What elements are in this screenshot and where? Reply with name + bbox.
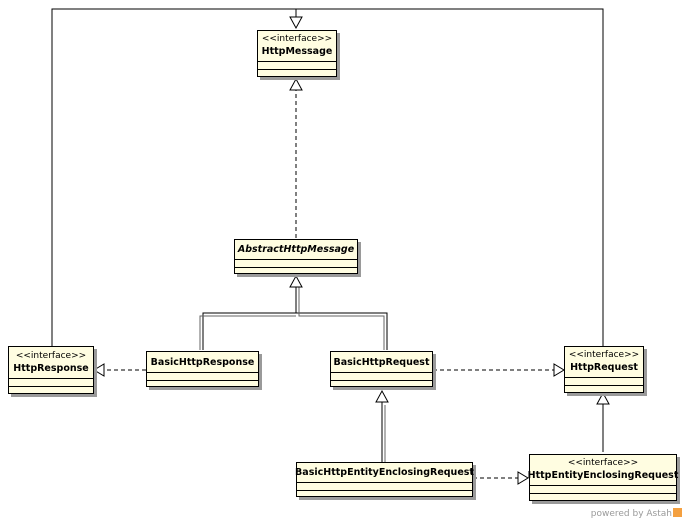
operations-compartment: [331, 381, 432, 388]
class-httprequest[interactable]: <<interface>> HttpRequest: [564, 346, 644, 393]
edge-basicrequest-to-abstract-shadow: [298, 287, 385, 350]
attributes-compartment: [331, 373, 432, 381]
class-httpmessage[interactable]: <<interface>> HttpMessage: [257, 30, 337, 77]
arrowhead-httprequest: [553, 363, 565, 377]
arrowhead-httpresponse: [93, 363, 105, 377]
edge-basicresponse-to-abstract-shadow: [199, 315, 296, 350]
class-name: BasicHttpEntityEnclosingRequest: [295, 467, 474, 478]
class-header: <<interface>> HttpRequest: [565, 347, 643, 378]
class-name: AbstractHttpMessage: [237, 244, 355, 255]
operations-compartment: [565, 386, 643, 393]
attributes-compartment: [530, 486, 676, 494]
class-name: HttpResponse: [13, 362, 89, 374]
edge-basicresponse-to-abstract: [202, 287, 297, 350]
class-httpentityenclosingrequest[interactable]: <<interface>> HttpEntityEnclosingRequest: [527, 454, 679, 501]
class-name: HttpEntityEnclosingRequest: [527, 470, 679, 481]
class-basichttpresponse[interactable]: BasicHttpResponse: [146, 351, 259, 387]
arrowhead-httpmessage-bottom: [289, 77, 303, 91]
class-header: BasicHttpEntityEnclosingRequest: [295, 463, 474, 483]
attributes-compartment: [258, 62, 336, 70]
stereotype-label: <<interface>>: [261, 34, 333, 44]
stereotype-label: <<interface>>: [15, 350, 87, 361]
class-name: BasicHttpResponse: [150, 356, 255, 368]
astah-watermark: powered by Astah: [591, 508, 682, 519]
attributes-compartment: [235, 260, 357, 268]
attributes-compartment: [147, 373, 258, 381]
class-header: <<interface>> HttpMessage: [258, 31, 336, 62]
operations-compartment: [258, 70, 336, 77]
attributes-compartment: [297, 483, 472, 491]
class-name: HttpMessage: [261, 46, 333, 57]
class-header: <<interface>> HttpEntityEnclosingRequest: [527, 455, 679, 486]
class-basichttprequest[interactable]: BasicHttpRequest: [330, 351, 433, 387]
class-header: BasicHttpRequest: [331, 352, 432, 373]
arrowhead-basicrequest: [375, 389, 389, 403]
edge-httpresponse-to-httpmessage: [51, 8, 297, 346]
stereotype-label: <<interface>>: [567, 458, 639, 468]
class-httpresponse[interactable]: <<interface>> HttpResponse: [8, 346, 94, 394]
operations-compartment: [297, 491, 472, 498]
attributes-compartment: [9, 379, 93, 387]
class-header: <<interface>> HttpResponse: [9, 347, 93, 379]
stereotype-label: <<interface>>: [568, 350, 640, 360]
operations-compartment: [235, 268, 357, 275]
class-name: BasicHttpRequest: [333, 356, 430, 368]
operations-compartment: [147, 381, 258, 388]
class-abstracthttpmessage[interactable]: AbstractHttpMessage: [234, 239, 358, 274]
class-basichttpentityenclosingrequest[interactable]: BasicHttpEntityEnclosingRequest: [295, 462, 474, 498]
arrowhead-httprequest-bottom: [596, 391, 610, 405]
class-name: HttpRequest: [570, 362, 638, 373]
watermark-text: powered by Astah: [590, 509, 672, 519]
arrowhead-httpmessage-top: [289, 16, 303, 30]
edge-httprequest-to-httpmessage: [296, 8, 604, 346]
astah-logo-icon: [673, 508, 682, 517]
operations-compartment: [9, 387, 93, 394]
arrowhead-httpentity: [517, 471, 529, 485]
attributes-compartment: [565, 378, 643, 386]
class-header: AbstractHttpMessage: [235, 240, 357, 260]
edge-basicrequest-to-abstract: [296, 312, 388, 350]
class-header: BasicHttpResponse: [147, 352, 258, 373]
operations-compartment: [530, 494, 676, 501]
arrowhead-abstract: [289, 274, 303, 288]
